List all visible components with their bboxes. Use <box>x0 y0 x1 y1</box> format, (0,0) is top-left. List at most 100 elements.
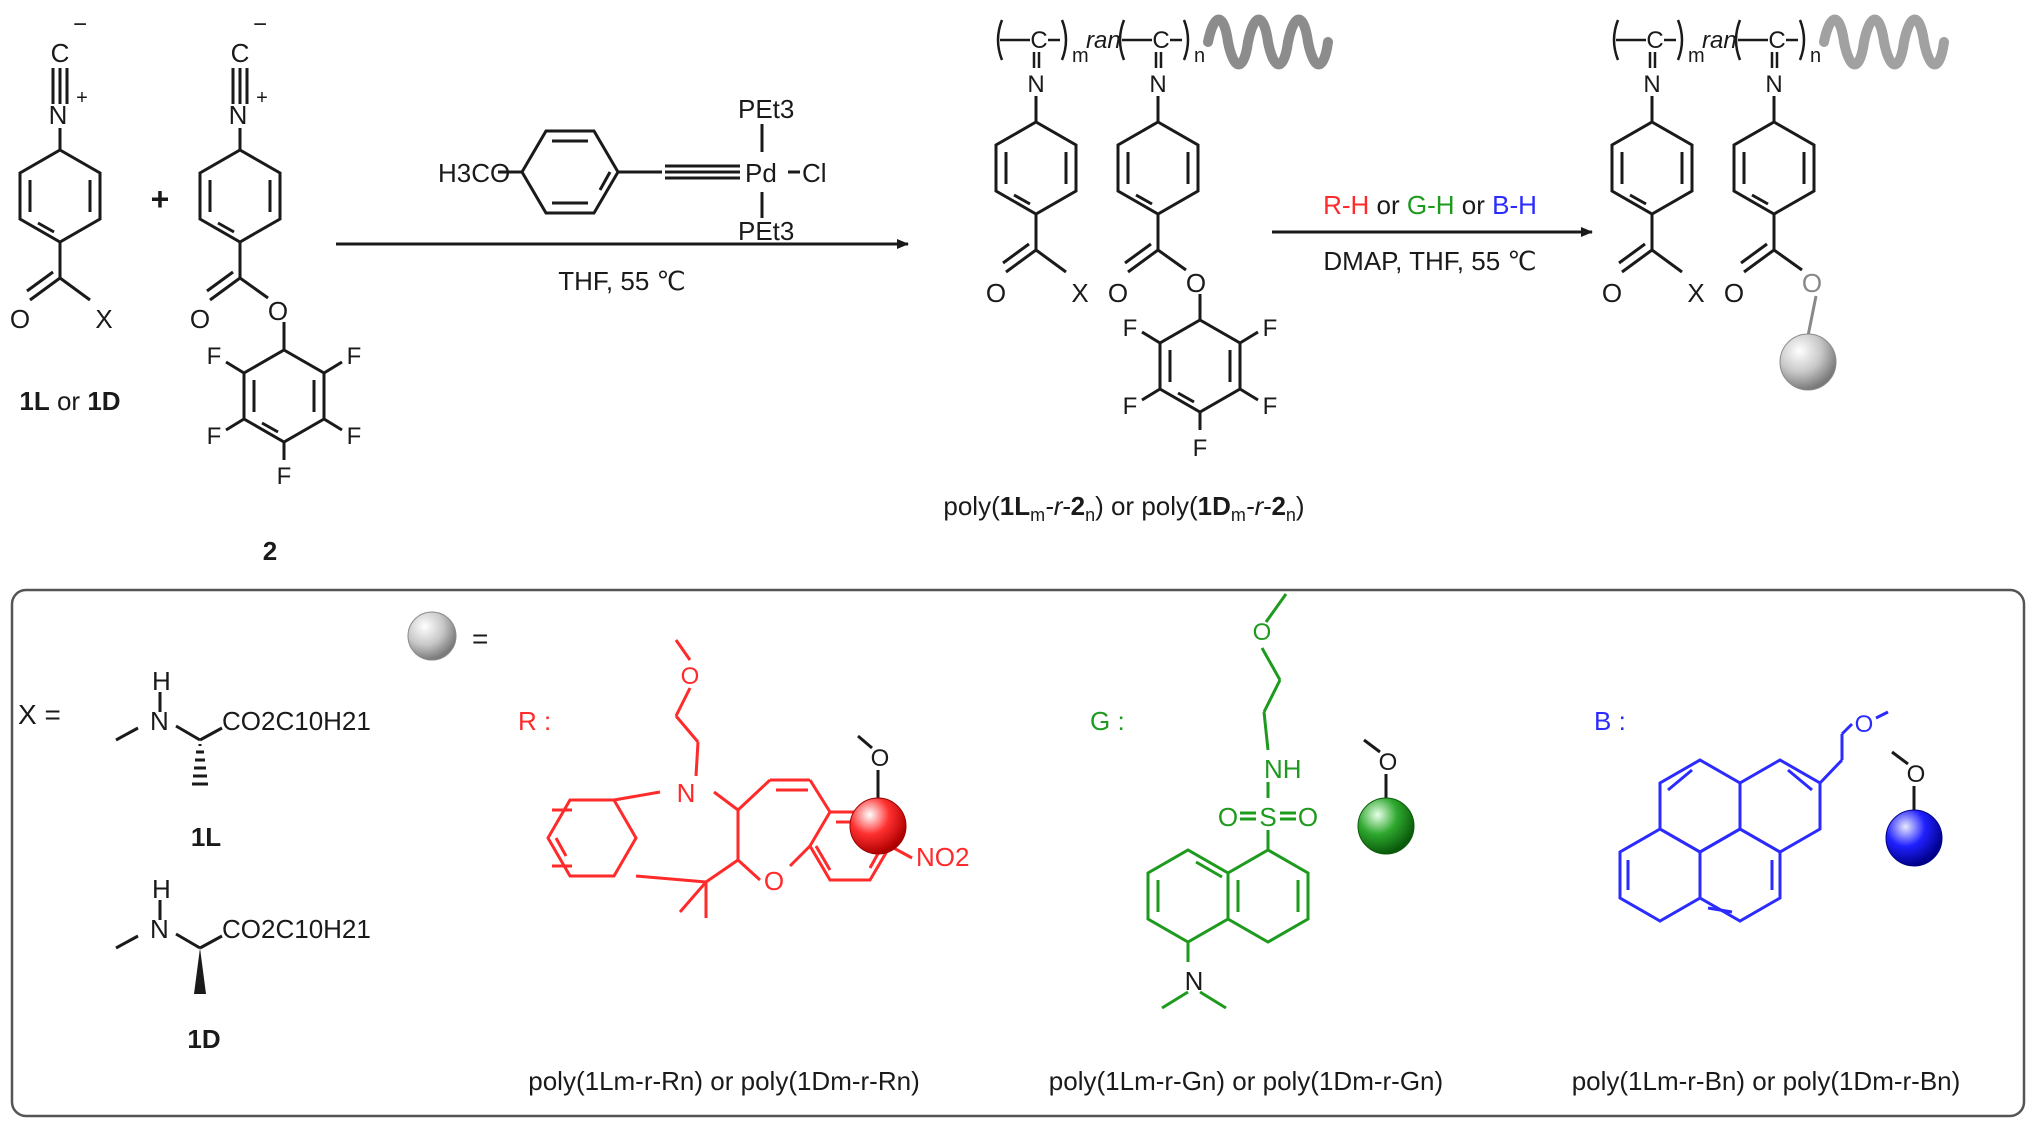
product-c-1: C <box>1646 27 1663 54</box>
1D-wedge <box>194 948 206 994</box>
compound-1-structure <box>18 68 102 302</box>
g-sphere-link <box>1363 738 1388 800</box>
step1-conditions: THF, 55 ℃ <box>558 266 685 296</box>
isocyanide-c-left: C <box>51 38 70 68</box>
b-group-label: B : <box>1594 706 1626 736</box>
polymer-pendant-right <box>1116 96 1259 430</box>
carbonyl-o-poly-right: O <box>1108 278 1128 308</box>
b-sphere-link <box>1891 750 1916 812</box>
poly-fluorine-4: F <box>1263 393 1278 420</box>
1D-n: N <box>150 914 169 944</box>
r-chain-o: O <box>681 663 700 690</box>
1L-h: H <box>152 666 171 696</box>
g-s: S <box>1259 802 1276 832</box>
b-sphere-o: O <box>1907 761 1926 788</box>
x-group-poly: X <box>1071 278 1088 308</box>
product-c-2: C <box>1768 27 1785 54</box>
polymer-c-2: C <box>1152 27 1169 54</box>
polymer-c-1: C <box>1030 27 1047 54</box>
r-group-label: R : <box>518 706 551 736</box>
product-carbonyl-o-right: O <box>1724 278 1744 308</box>
product-o-to-sphere-bond <box>1806 295 1818 337</box>
g-nh: NH <box>1264 754 1302 784</box>
polymer-name-middle: poly(1Lm-r-2n) or poly(1Dm-r-2n) <box>943 491 1304 525</box>
isocyanide-c-2: C <box>231 38 250 68</box>
polymer-m: m <box>1072 45 1089 67</box>
compound-2-structure <box>198 68 343 460</box>
poly-r-name: poly(1Lm-r-Rn) or poly(1Dm-r-Rn) <box>528 1066 920 1096</box>
r-ring-o: O <box>764 866 784 896</box>
carbonyl-o-left: O <box>10 304 30 334</box>
polymer-pendant-left <box>994 96 1078 274</box>
isocyanide-plus-2: + <box>256 87 268 109</box>
fluorine-3: F <box>207 423 222 450</box>
1L-ester: CO2C10H21 <box>222 706 371 736</box>
product-ester-o: O <box>1802 268 1822 298</box>
compound-1-label: 1L or 1D <box>19 386 120 416</box>
isocyanide-minus-left: − <box>73 11 87 38</box>
b-sphere <box>1885 809 1943 867</box>
1L-n: N <box>150 706 169 736</box>
r-no2: NO2 <box>916 842 969 872</box>
step2-reagents: R-H or G-H or B-H <box>1323 190 1537 220</box>
r-sphere <box>849 797 907 855</box>
pet3-top: PEt3 <box>738 94 794 124</box>
polymer-ran: ran <box>1086 27 1121 54</box>
g-chain-o: O <box>1253 619 1272 646</box>
1D-label: 1D <box>187 1024 220 1054</box>
isocyanide-plus-left: + <box>76 87 88 109</box>
g-n: N <box>1185 966 1204 996</box>
product-pendant-left <box>1610 96 1694 274</box>
1D-h: H <box>152 874 171 904</box>
poly-fluorine-3: F <box>1123 393 1138 420</box>
product-x-group: X <box>1687 278 1704 308</box>
x-equals-label: X = <box>18 699 61 730</box>
product-n: n <box>1810 45 1821 67</box>
fluorine-2: F <box>347 343 362 370</box>
product-ran: ran <box>1702 27 1737 54</box>
isocyanide-n-2: N <box>229 100 248 130</box>
b-o: O <box>1855 711 1874 738</box>
helix-middle <box>1203 14 1333 70</box>
poly-fluorine-5: F <box>1193 435 1208 462</box>
compound-2-label: 2 <box>263 536 277 566</box>
r-group-structure <box>546 639 913 918</box>
r-sphere-link <box>857 734 880 800</box>
polymer-n: n <box>1194 45 1205 67</box>
product-imine-n-left: N <box>1643 71 1660 98</box>
g-group-label: G : <box>1090 706 1125 736</box>
product-carbonyl-o-left: O <box>1602 278 1622 308</box>
g-o2: O <box>1298 802 1318 832</box>
pd-center: Pd <box>745 158 777 188</box>
g-sphere <box>1357 797 1415 855</box>
structure-1D <box>115 900 223 950</box>
product-imine-n-right: N <box>1765 71 1782 98</box>
isocyanide-minus-2: − <box>253 11 267 38</box>
imine-n-left: N <box>1027 71 1044 98</box>
definition-panel <box>10 588 2026 1118</box>
imine-n-right: N <box>1149 71 1166 98</box>
fluorine-1: F <box>207 343 222 370</box>
polymer-backbone-middle <box>996 19 1190 68</box>
poly-fluorine-1: F <box>1123 315 1138 342</box>
step2-conditions: DMAP, THF, 55 ℃ <box>1323 246 1536 276</box>
product-sphere <box>1779 333 1837 391</box>
polymer-backbone-right <box>1612 19 1806 68</box>
1L-label: 1L <box>191 822 221 852</box>
fluorine-4: F <box>347 423 362 450</box>
methoxy-group: H3CO <box>438 158 510 188</box>
helix-right <box>1819 14 1949 70</box>
r-n: N <box>677 778 696 808</box>
pd-catalyst-structure <box>498 124 800 218</box>
pet3-bottom: PEt3 <box>738 216 794 246</box>
g-sphere-o: O <box>1379 749 1398 776</box>
poly-g-name: poly(1Lm-r-Gn) or poly(1Dm-r-Gn) <box>1049 1066 1443 1096</box>
g-o1: O <box>1218 802 1238 832</box>
plus-sign: + <box>151 181 170 217</box>
ester-o-poly: O <box>1186 268 1206 298</box>
structure-1L <box>115 692 223 786</box>
x-group-left: X <box>95 304 112 334</box>
g-group-structure <box>1146 593 1310 1010</box>
product-m: m <box>1688 45 1705 67</box>
